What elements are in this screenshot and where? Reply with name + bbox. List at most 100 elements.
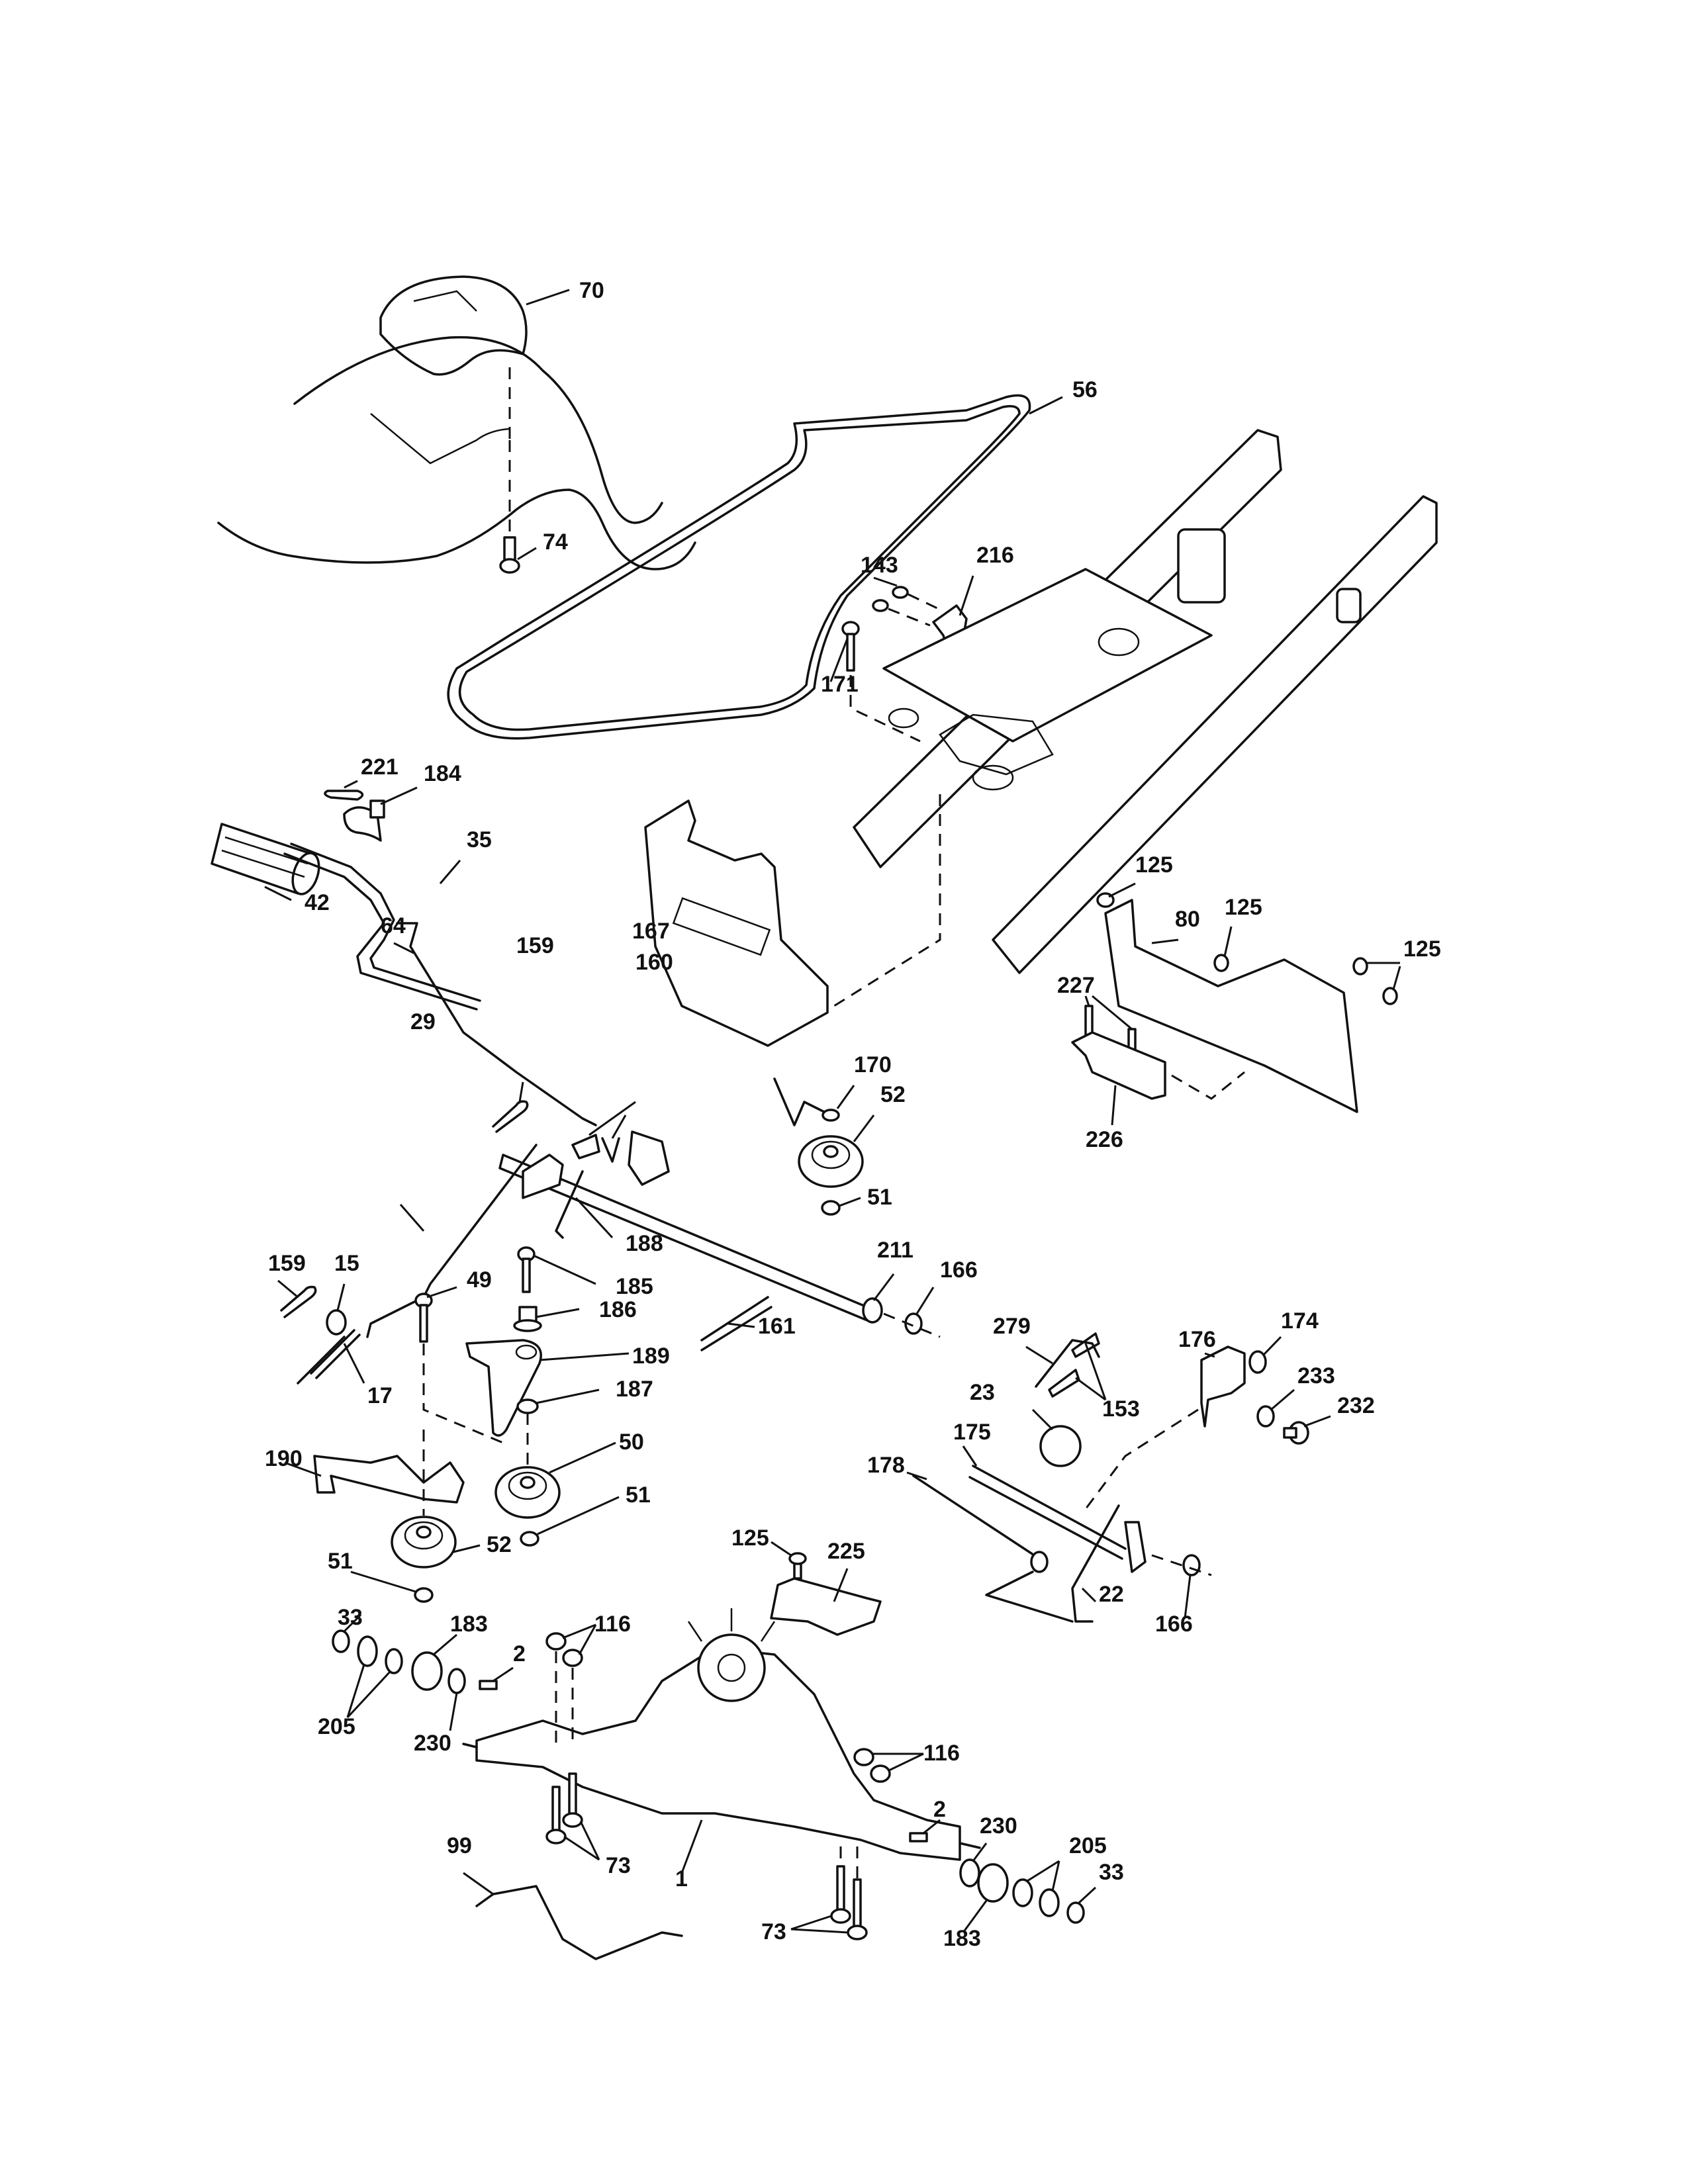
- part-178-rod: [906, 1471, 1049, 1573]
- callout-label-226: 226: [1086, 1127, 1123, 1152]
- part-50-idler-pulley: [494, 1413, 616, 1519]
- callout-label-233: 233: [1297, 1363, 1335, 1388]
- part-176-bracket: [1084, 1345, 1246, 1510]
- part-22-brake-pedal-link: [985, 1504, 1147, 1623]
- callout-label-184: 184: [424, 761, 461, 786]
- part-183-bushing-right: [977, 1863, 1009, 1903]
- callout-label-125: 125: [1403, 936, 1441, 962]
- part-51-nut-right: [821, 1197, 861, 1216]
- callout-label-189: 189: [632, 1343, 670, 1369]
- part-205-washer-right: [1012, 1878, 1033, 1907]
- callout-label-125: 125: [1135, 852, 1173, 878]
- part-35-rod: [396, 860, 597, 1126]
- part-187-washer: [516, 1388, 600, 1414]
- part-226-plate: [1071, 1031, 1245, 1126]
- part-17-spring: [297, 1329, 365, 1385]
- callout-label-188: 188: [626, 1231, 663, 1256]
- part-167-link: [571, 1101, 636, 1160]
- callout-label-2: 2: [513, 1641, 526, 1666]
- callout-label-1: 1: [675, 1866, 688, 1891]
- part-160-clip: [601, 1115, 627, 1163]
- callout-label-170: 170: [854, 1052, 892, 1077]
- callout-label-70: 70: [579, 278, 604, 303]
- part-183-bushing: [411, 1651, 443, 1691]
- callout-label-190: 190: [265, 1446, 303, 1471]
- callout-label-205: 205: [1069, 1833, 1107, 1858]
- callout-label-185: 185: [616, 1274, 653, 1299]
- callout-label-159: 159: [268, 1251, 306, 1276]
- part-161-spring: [700, 1296, 773, 1351]
- callout-label-99: 99: [447, 1833, 472, 1858]
- part-175-rod: [962, 1445, 1127, 1560]
- callout-label-125: 125: [1225, 895, 1262, 920]
- part-2-key: [479, 1680, 498, 1690]
- part-64-shift-rod: [283, 842, 481, 1011]
- callout-label-279: 279: [993, 1314, 1031, 1339]
- part-99-rod: [463, 1872, 683, 1960]
- part-159-cotter-pin-lower: [277, 1279, 317, 1318]
- callout-label-52: 52: [880, 1082, 906, 1107]
- part-166-washer-right: [1151, 1554, 1212, 1619]
- callout-label-33: 33: [1099, 1860, 1124, 1885]
- callout-label-232: 232: [1337, 1393, 1375, 1418]
- part-186-bushing: [513, 1306, 580, 1332]
- callout-label-17: 17: [367, 1383, 393, 1408]
- callout-label-22: 22: [1099, 1582, 1124, 1607]
- callout-label-33: 33: [338, 1605, 363, 1630]
- callout-label-230: 230: [980, 1813, 1017, 1839]
- callout-label-23: 23: [970, 1380, 995, 1405]
- part-116-nuts: [545, 1623, 924, 1783]
- callout-label-56: 56: [1072, 377, 1098, 402]
- callout-label-183: 183: [943, 1926, 981, 1951]
- part-205-washer: [357, 1635, 378, 1667]
- part-166-washer: [883, 1287, 941, 1338]
- callout-label-125: 125: [731, 1525, 769, 1551]
- part-153-hairpin-clips: [1048, 1332, 1107, 1401]
- callout-label-52: 52: [487, 1532, 512, 1557]
- part-23-knob: [1031, 1408, 1082, 1467]
- callout-label-35: 35: [467, 827, 492, 852]
- callout-label-116: 116: [594, 1612, 631, 1637]
- part-185-bolt: [517, 1246, 596, 1293]
- part-70-console-cover: [379, 275, 570, 440]
- part-1-transaxle: [462, 1608, 981, 1874]
- callout-label-225: 225: [827, 1539, 865, 1564]
- callout-label-187: 187: [616, 1377, 653, 1402]
- callout-label-176: 176: [1178, 1327, 1216, 1352]
- callout-label-80: 80: [1175, 907, 1200, 932]
- tractor-frame: [644, 429, 1438, 1047]
- callout-label-74: 74: [543, 529, 568, 555]
- part-230-washer-right: [959, 1858, 980, 1888]
- callout-label-174: 174: [1281, 1308, 1319, 1334]
- callout-label-205: 205: [318, 1714, 355, 1739]
- callout-label-50: 50: [619, 1430, 644, 1455]
- part-232-bolt: [1283, 1415, 1331, 1445]
- callout-label-160: 160: [635, 950, 673, 975]
- part-143-screws: [872, 576, 939, 627]
- callout-label-211: 211: [877, 1238, 914, 1263]
- part-125-screw-shield: [771, 1541, 807, 1580]
- callout-label-221: 221: [361, 754, 399, 780]
- part-15-washer: [326, 1283, 347, 1336]
- callout-label-49: 49: [467, 1267, 492, 1293]
- part-205-washer-2: [385, 1648, 403, 1674]
- callout-label-230: 230: [414, 1731, 451, 1756]
- callout-label-29: 29: [410, 1009, 436, 1034]
- callout-label-159: 159: [516, 933, 554, 958]
- part-184-knob: [343, 786, 418, 842]
- callout-label-143: 143: [861, 553, 898, 578]
- part-56-drive-belt: [447, 394, 1063, 740]
- part-189-idler-arm: [465, 1339, 630, 1437]
- part-2-key-right: [909, 1832, 928, 1843]
- callout-label-175: 175: [953, 1420, 991, 1445]
- callout-label-161: 161: [758, 1314, 796, 1339]
- part-74-screw: [499, 440, 537, 574]
- callout-label-15: 15: [334, 1251, 359, 1276]
- callout-label-153: 153: [1102, 1396, 1140, 1422]
- callout-label-166: 166: [940, 1257, 978, 1283]
- part-51-nut-lower: [350, 1570, 434, 1603]
- part-159-cotter-pin: [492, 1081, 529, 1133]
- part-221-hairpin: [324, 780, 364, 801]
